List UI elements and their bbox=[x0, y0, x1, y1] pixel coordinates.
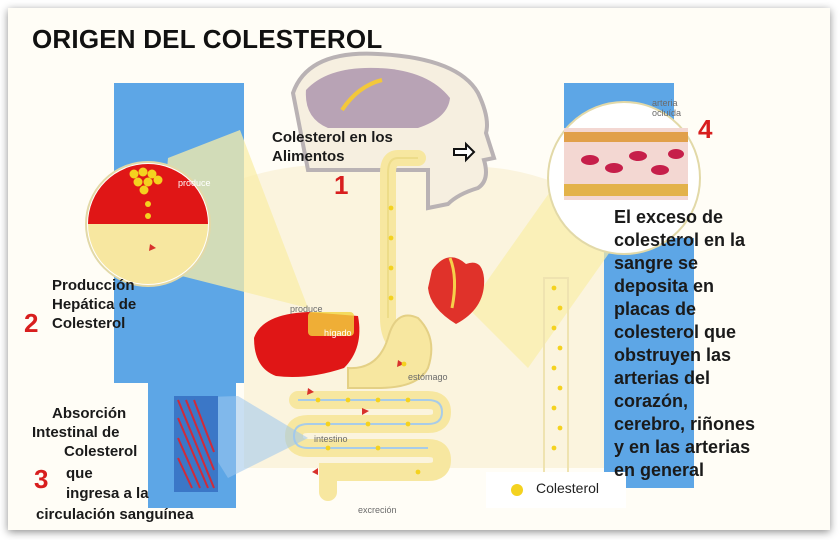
step4-line4: deposita en bbox=[614, 275, 828, 298]
step3-line5: ingresa a la bbox=[66, 484, 149, 503]
stomach-label: estómago bbox=[408, 372, 448, 382]
produce-label-liver: produce bbox=[290, 304, 323, 314]
step2-line3: Colesterol bbox=[52, 314, 125, 333]
step3-line2: Intestinal de bbox=[32, 423, 120, 442]
step2-number: 2 bbox=[24, 308, 38, 339]
produce-label-top: produce bbox=[178, 178, 211, 188]
step3-line3: Colesterol bbox=[64, 442, 137, 461]
step3-number: 3 bbox=[34, 464, 48, 495]
step1-number: 1 bbox=[334, 170, 348, 201]
step3-line4: que bbox=[66, 464, 93, 483]
step4-line12: en general bbox=[614, 459, 828, 482]
step4-line6: colesterol que bbox=[614, 321, 828, 344]
step4-line9: corazón, bbox=[614, 390, 828, 413]
diagram-title: ORIGEN DEL COLESTEROL bbox=[32, 24, 382, 55]
liver-label: hígado bbox=[324, 328, 352, 338]
step4-line2: colesterol en la bbox=[614, 229, 828, 252]
legend-dot bbox=[511, 484, 523, 496]
legend-label: Colesterol bbox=[536, 480, 599, 496]
step4-line11: y en las arterias bbox=[614, 436, 828, 459]
step1-line2: Alimentos bbox=[272, 147, 345, 166]
step4-line10: cerebro, riñones bbox=[614, 413, 828, 436]
excretion-label: excreción bbox=[358, 505, 397, 515]
intestine-label: intestino bbox=[314, 434, 348, 444]
artery-wall-top bbox=[564, 132, 688, 142]
artery-label: arteria ocluída bbox=[652, 98, 700, 118]
step1-line1: Colesterol en los bbox=[272, 128, 393, 147]
artery-plaque bbox=[564, 184, 688, 196]
step3-line6: circulación sanguínea bbox=[36, 505, 194, 524]
step4-number: 4 bbox=[698, 114, 712, 145]
step2-line1: Producción bbox=[52, 276, 135, 295]
step4-line7: obstruyen las bbox=[614, 344, 828, 367]
diagram-frame: ORIGEN DEL COLESTEROL produce produce hí… bbox=[8, 8, 830, 530]
step2-line2: Hepática de bbox=[52, 295, 136, 314]
step4-line8: arterias del bbox=[614, 367, 828, 390]
step4-line3: sangre se bbox=[614, 252, 828, 275]
step4-line1: El exceso de bbox=[614, 206, 828, 229]
step4-line5: placas de bbox=[614, 298, 828, 321]
step3-line1: Absorción bbox=[52, 404, 126, 423]
step4-text: El exceso de colesterol en la sangre se … bbox=[614, 206, 828, 482]
